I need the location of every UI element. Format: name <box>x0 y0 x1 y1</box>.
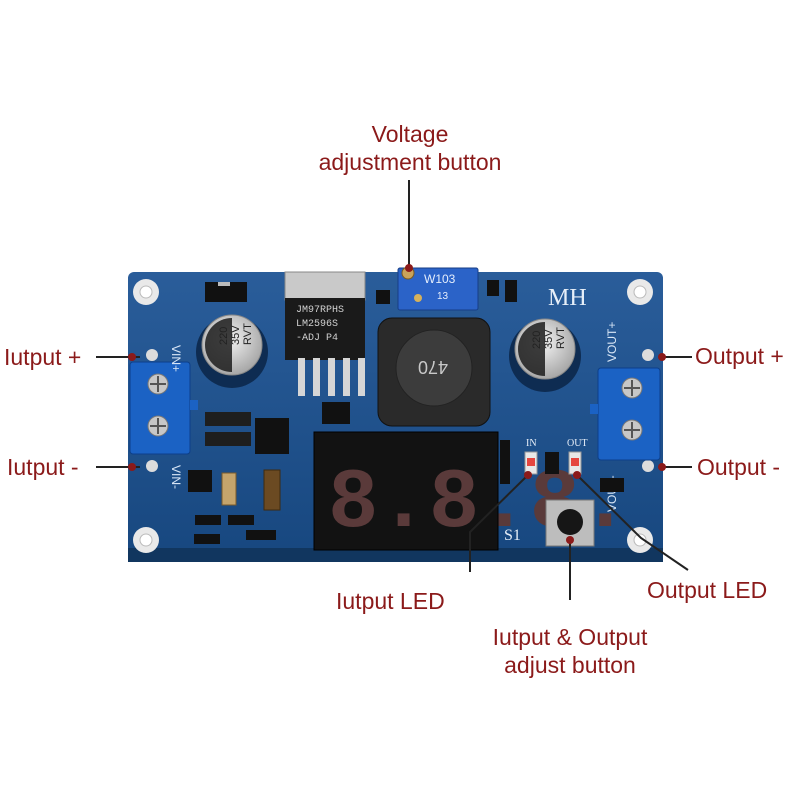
input-led-label: Iutput LED <box>336 588 445 614</box>
callout-dots <box>128 264 666 544</box>
input-terminal-block <box>129 361 198 455</box>
vout-plus-silk: VOUT+ <box>605 322 619 362</box>
io-adjust-line1: Iutput & Output <box>492 624 648 650</box>
cap-left-line3: RVT <box>242 323 254 345</box>
switch-silk: S1 <box>504 527 521 544</box>
input-plus-label: Iutput + <box>4 344 82 370</box>
ic-line1: JM97RPHS <box>296 305 344 316</box>
regulator-ic: JM97RPHS LM2596S -ADJ P4 <box>284 271 366 396</box>
inductor: 470 <box>377 317 491 427</box>
ic-line2: LM2596S <box>296 319 338 330</box>
voltage-adjust-line2: adjustment button <box>318 149 502 175</box>
output-minus-label: Output - <box>697 454 781 480</box>
voltage-adjust-line1: Voltage <box>371 121 449 147</box>
brand-silk: MH <box>548 285 587 311</box>
pot-code: W103 <box>424 272 456 286</box>
led-in-silk: IN <box>526 438 537 449</box>
vin-minus-silk: VIN- <box>169 465 183 489</box>
inductor-code: 470 <box>418 357 448 377</box>
potentiometer: W103 13 <box>397 266 479 311</box>
output-capacitor: 220 35V RVT <box>509 318 581 392</box>
output-plus-label: Output + <box>695 343 784 369</box>
ic-line3: -ADJ P4 <box>296 333 338 344</box>
voltage-adjust-label: Voltage adjustment button <box>290 120 530 176</box>
smd-components <box>188 280 624 544</box>
cap-left-line2: 35V <box>230 325 242 345</box>
input-minus-label: Iutput - <box>7 454 79 480</box>
cap-right-line3: RVT <box>555 327 567 349</box>
output-terminal-block <box>590 367 661 461</box>
io-adjust-line2: adjust button <box>504 652 636 678</box>
pot-sub: 13 <box>437 291 449 302</box>
input-capacitor: 220 35V RVT <box>196 314 268 388</box>
cap-right-line1: 220 <box>531 331 543 349</box>
vin-plus-silk: VIN+ <box>169 345 183 372</box>
cap-left-line1: 220 <box>218 327 230 345</box>
output-led-label: Output LED <box>647 577 768 603</box>
io-adjust-label: Iutput & Output adjust button <box>445 623 695 679</box>
mounting-holes <box>133 279 654 553</box>
cap-right-line2: 35V <box>543 329 555 349</box>
led-out-silk: OUT <box>567 438 588 449</box>
